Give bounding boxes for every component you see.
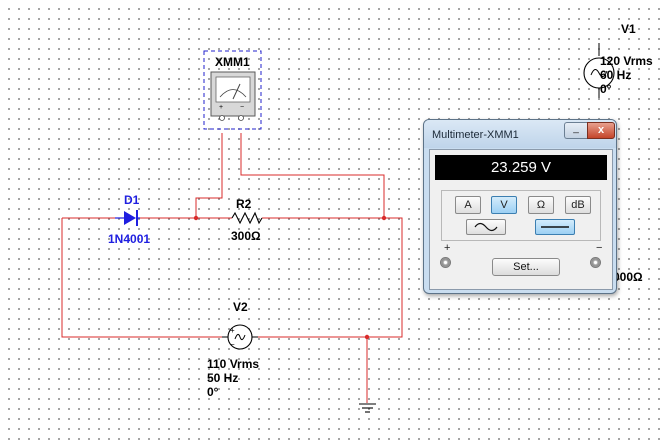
positive-terminal-label: + [444, 242, 451, 254]
ac-source-v2[interactable]: + − V2 110 Vrms 50 Hz 0° [207, 300, 259, 399]
junction-dot [364, 334, 370, 340]
dc-mode-button[interactable] [535, 219, 575, 235]
svg-text:−: − [230, 340, 235, 349]
ground-symbol[interactable] [359, 403, 376, 413]
wire-left-bottom [61, 218, 222, 338]
multimeter-symbol-xmm1[interactable]: XMM1 + − [203, 50, 262, 130]
partial-resistor-label: 000Ω [613, 270, 643, 284]
xmm1-ref-label: XMM1 [215, 55, 250, 69]
v2-voltage-label: 110 Vrms [207, 357, 259, 371]
multimeter-panel: 23.259 V A V Ω dB + − Set... [429, 149, 613, 290]
v1-phase-label: 0° [600, 82, 612, 96]
v1-voltage-label: 120 Vrms [600, 54, 653, 68]
dc-line-icon [541, 226, 569, 228]
svg-text:+: + [219, 104, 223, 111]
negative-terminal-jack[interactable] [590, 257, 601, 268]
wire-meter-plus [195, 133, 223, 218]
positive-terminal-jack[interactable] [440, 257, 451, 268]
resistor-value-label: 300Ω [231, 229, 261, 243]
sine-wave-icon [474, 222, 498, 232]
v2-ref-label: V2 [233, 300, 248, 314]
diode-ref-label: D1 [124, 193, 140, 207]
mode-voltmeter-button[interactable]: V [491, 196, 517, 214]
svg-text:+: + [230, 326, 235, 335]
close-button[interactable]: x [587, 122, 615, 139]
settings-button[interactable]: Set... [492, 258, 560, 276]
multimeter-title: Multimeter-XMM1 [432, 129, 519, 141]
negative-terminal-label: − [596, 242, 603, 254]
multimeter-reading: 23.259 V [435, 155, 607, 180]
v1-ref-label: V1 [621, 22, 636, 36]
multimeter-titlebar[interactable]: Multimeter-XMM1 _ x [424, 120, 616, 148]
multimeter-controls: A V Ω dB [441, 190, 601, 241]
minimize-button[interactable]: _ [564, 122, 587, 139]
junction-dot [193, 215, 199, 221]
wire-meter-minus [240, 133, 385, 218]
svg-text:−: − [240, 104, 244, 111]
v2-phase-label: 0° [207, 385, 219, 399]
mode-ammeter-button[interactable]: A [455, 196, 481, 214]
ac-source-v1[interactable]: V1 120 Vrms 60 Hz 0° [583, 22, 653, 98]
junction-dot [381, 215, 387, 221]
v2-frequency-label: 50 Hz [207, 371, 238, 385]
diode-d1[interactable]: D1 1N4001 [108, 193, 150, 246]
mode-ohmmeter-button[interactable]: Ω [528, 196, 554, 214]
multimeter-window[interactable]: Multimeter-XMM1 _ x 23.259 V A V Ω dB + … [423, 119, 617, 294]
ac-mode-button[interactable] [466, 219, 506, 235]
resistor-r2[interactable]: R2 300Ω [231, 197, 263, 243]
circuit-wires [61, 133, 403, 403]
resistor-ref-label: R2 [236, 197, 252, 211]
wire-right-loop [258, 217, 403, 338]
mode-decibel-button[interactable]: dB [565, 196, 591, 214]
diode-model-label: 1N4001 [108, 232, 150, 246]
v1-frequency-label: 60 Hz [600, 68, 631, 82]
